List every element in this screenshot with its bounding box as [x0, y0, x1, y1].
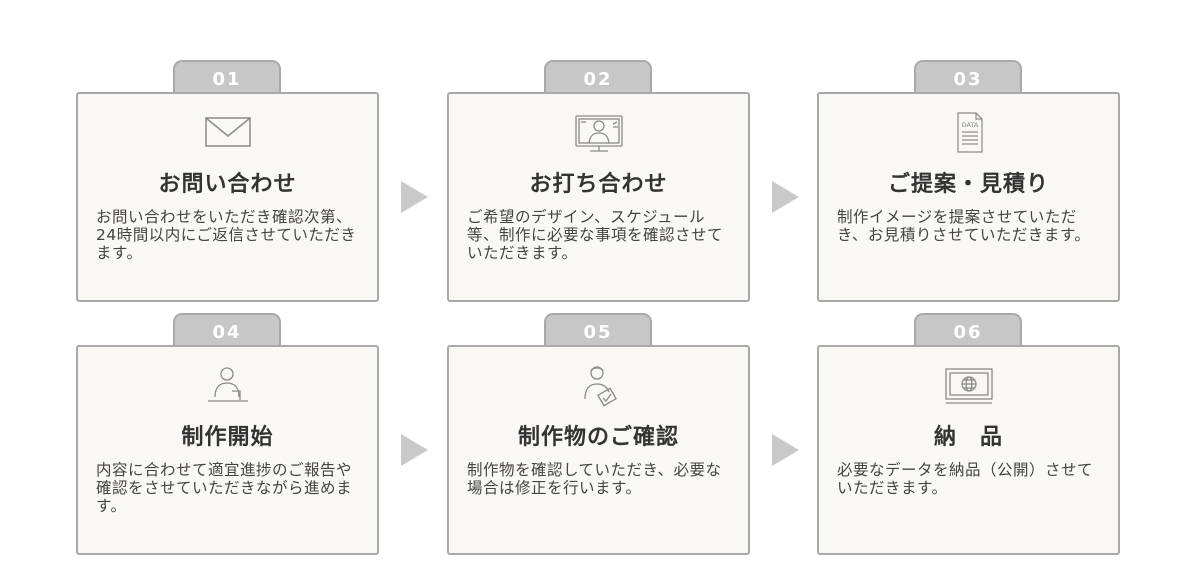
step-card: 制作物のご確認 制作物を確認していただき、必要な場合は修正を行います。 [447, 345, 750, 555]
step-card: お問い合わせ お問い合わせをいただき確認次第、24時間以内にご返信させていただき… [76, 92, 379, 302]
step-card: 制作開始 内容に合わせて適宜進捗のご報告や確認をさせていただきながら進めます。 [76, 345, 379, 555]
video-meeting-icon [573, 110, 625, 154]
data-icon-label: DATA [961, 121, 978, 129]
arrow-right-icon [401, 181, 428, 213]
step-description: 制作イメージを提案させていただき、お見積りさせていただきます。 [837, 208, 1091, 244]
arrow-right-icon [772, 434, 799, 466]
envelope-icon [202, 110, 254, 154]
step-card: 納 品 必要なデータを納品（公開）させていただきます。 [817, 345, 1120, 555]
step-title: ご提案・見積り [887, 172, 1049, 197]
step-card: DATA ご提案・見積り 制作イメージを提案させていただき、お見積りさせていただ… [817, 92, 1120, 302]
data-document-icon: DATA [943, 110, 995, 154]
step-description: 必要なデータを納品（公開）させていただきます。 [837, 461, 1094, 497]
step-card: お打ち合わせ ご希望のデザイン、スケジュール等、制作に必要な事項を確認させていた… [447, 92, 750, 302]
step-description: ご希望のデザイン、スケジュール等、制作に必要な事項を確認させていただきます。 [467, 208, 724, 262]
step-description: お問い合わせをいただき確認次第、24時間以内にご返信させていただきます。 [96, 208, 357, 262]
step-title: お問い合わせ [158, 172, 297, 197]
person-laptop-icon [202, 363, 254, 407]
step-title: お打ち合わせ [529, 172, 668, 197]
step-title: 制作物のご確認 [517, 425, 679, 450]
step-title: 制作開始 [181, 425, 274, 450]
arrow-right-icon [772, 181, 799, 213]
step-description: 制作物を確認していただき、必要な場合は修正を行います。 [467, 461, 722, 497]
monitor-globe-icon [943, 363, 995, 407]
step-description: 内容に合わせて適宜進捗のご報告や確認をさせていただきながら進めます。 [96, 461, 353, 515]
person-check-icon [573, 363, 625, 407]
arrow-right-icon [401, 434, 428, 466]
step-title: 納 品 [933, 425, 1003, 450]
